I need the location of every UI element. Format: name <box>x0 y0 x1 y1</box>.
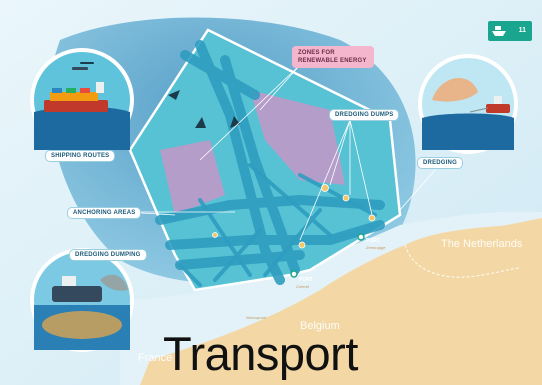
callout-dredging-dumping: Dredging dumping <box>70 250 146 260</box>
label-nieuwpoort: Nieuwpoort <box>246 315 267 320</box>
dredging-dumping-vignette <box>30 248 134 352</box>
ship-icon <box>492 26 506 36</box>
page-number-badge: 11 <box>488 21 532 41</box>
callout-shipping-routes: Shipping routes <box>46 151 115 161</box>
shipping-routes-vignette <box>30 48 134 152</box>
arrow-icon <box>168 90 240 128</box>
label-belgium: Belgium <box>300 320 340 332</box>
callout-dredging-dumps: Dredging dumps <box>330 110 399 120</box>
dredging-dump-markers <box>212 184 376 249</box>
callout-leaders <box>124 64 436 241</box>
callout-dredging: Dredging <box>418 158 462 168</box>
callout-renewable-energy: Zones for renewable energy <box>292 46 374 68</box>
land <box>140 218 542 385</box>
label-netherlands: The Netherlands <box>441 238 523 250</box>
port-marker-ostend <box>290 270 298 278</box>
label-france: France <box>138 352 173 364</box>
page-title: Transport <box>163 327 358 380</box>
port-marker-zeebrugge <box>357 233 365 241</box>
label-zeebrugge: Zeebrugge <box>366 245 386 250</box>
shipping-lanes-thin <box>178 163 377 287</box>
label-port-zeebrugge: PORT <box>366 238 380 244</box>
page-number: 11 <box>518 27 526 34</box>
belgian-maritime-zone <box>128 28 402 292</box>
renewable-zone-2 <box>160 140 225 215</box>
renewable-zone-1 <box>250 90 345 185</box>
callout-anchoring-areas: Anchoring areas <box>68 208 141 218</box>
dredging-vignette <box>418 54 518 154</box>
ship-icon <box>80 62 94 64</box>
label-ostend: Ostend <box>296 284 309 289</box>
country-border <box>404 244 521 278</box>
label-port-ostend: PORT <box>299 277 313 283</box>
